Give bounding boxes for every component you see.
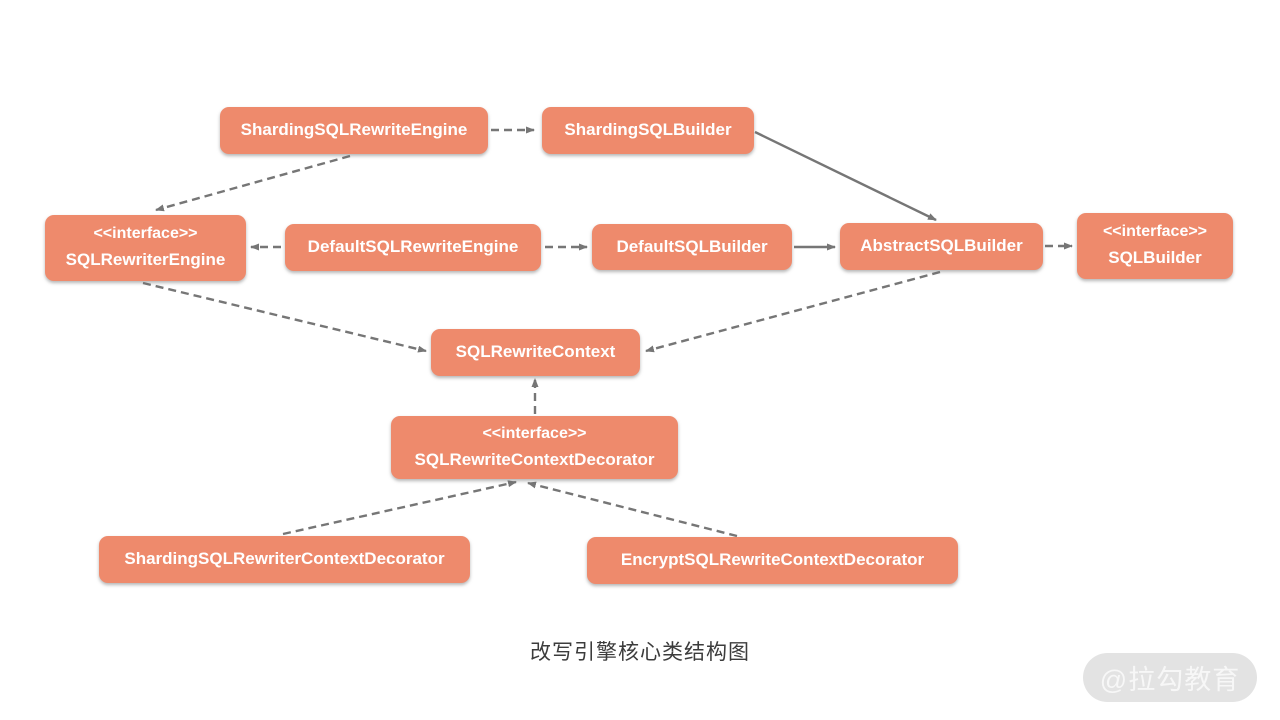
interface-stereotype: <<interface>>: [93, 225, 198, 243]
class-node-sql-rewrite-context: SQLRewriteContext: [431, 329, 640, 376]
edge-shardingsqlrewriteengine-to-sqlrewriterengine: [155, 154, 351, 212]
class-node-label: SQLRewriteContext: [455, 342, 616, 362]
class-node-label: SQLRewriterEngine: [65, 250, 226, 270]
class-node-label: DefaultSQLRewriteEngine: [307, 237, 519, 257]
class-node-label: AbstractSQLBuilder: [860, 236, 1023, 256]
class-node-label: EncryptSQLRewriteContextDecorator: [620, 550, 925, 570]
edge-sqlrewriterengine-to-sqlrewritecontext: [142, 281, 427, 353]
class-node-label: SQLRewriteContextDecorator: [414, 449, 655, 469]
class-node-sharding-sql-builder: ShardingSQLBuilder: [542, 107, 754, 154]
interface-node-sql-rewriter-engine: <<interface>> SQLRewriterEngine: [45, 215, 246, 281]
interface-node-sql-rewrite-context-decorator: <<interface>> SQLRewriteContextDecorator: [391, 416, 678, 479]
class-node-sharding-sql-rewriter-context-decorator: ShardingSQLRewriterContextDecorator: [99, 536, 470, 583]
class-node-sharding-sql-rewrite-engine: ShardingSQLRewriteEngine: [220, 107, 488, 154]
class-node-abstract-sql-builder: AbstractSQLBuilder: [840, 223, 1043, 270]
edge-abstractsqlbuilder-to-sqlrewritecontext: [645, 270, 941, 353]
class-node-label: SQLBuilder: [1108, 248, 1202, 268]
class-node-label: ShardingSQLRewriterContextDecorator: [124, 549, 445, 569]
watermark-badge: @拉勾教育: [1083, 653, 1257, 702]
interface-stereotype: <<interface>>: [1102, 223, 1208, 241]
class-node-label: ShardingSQLBuilder: [564, 120, 732, 140]
edge-shardingsqlrewritercontextdecorator-to-sqlrewritecontextdecorator: [282, 480, 517, 536]
class-node-label: ShardingSQLRewriteEngine: [240, 120, 468, 140]
watermark-text: @拉勾教育: [1099, 665, 1241, 695]
class-node-default-sql-builder: DefaultSQLBuilder: [592, 224, 792, 270]
class-node-label: DefaultSQLBuilder: [616, 236, 768, 256]
diagram-caption: 改写引擎核心类结构图: [530, 641, 750, 664]
edge-shardingsqlbuilder-to-abstractsqlbuilder: [754, 130, 937, 222]
class-node-default-sql-rewrite-engine: DefaultSQLRewriteEngine: [285, 224, 541, 271]
class-node-encrypt-sql-rewrite-context-decorator: EncryptSQLRewriteContextDecorator: [587, 537, 958, 584]
interface-stereotype: <<interface>>: [482, 424, 587, 442]
edge-encryptsqlrewritecontextdecorator-to-sqlrewritecontextdecorator: [527, 481, 738, 538]
interface-node-sql-builder: <<interface>> SQLBuilder: [1077, 213, 1233, 279]
